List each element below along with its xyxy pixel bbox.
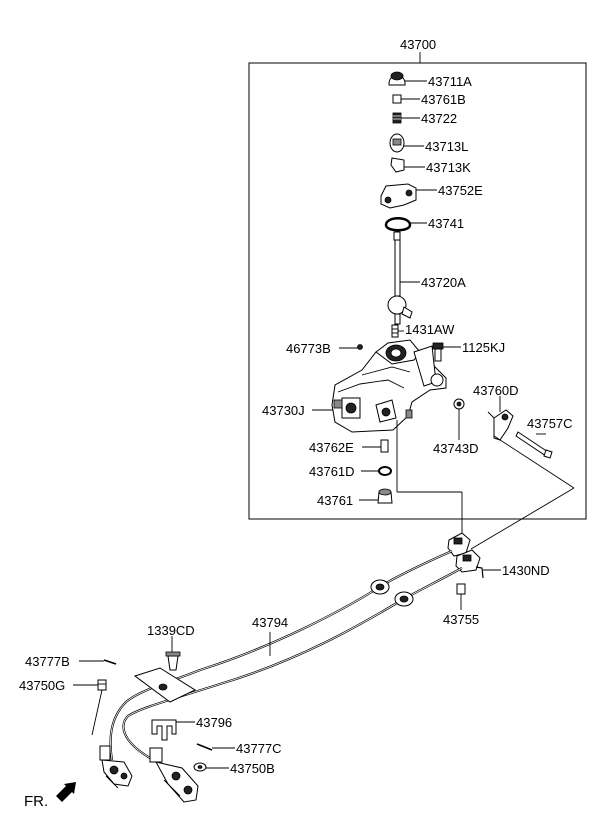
direction-arrow-icon xyxy=(56,782,76,802)
label-43730J: 43730J xyxy=(262,403,305,418)
washer-43761D xyxy=(378,466,392,476)
shift-cables-43794 xyxy=(109,549,463,761)
label-43796: 43796 xyxy=(196,715,232,730)
washer-43750B xyxy=(193,762,207,772)
pin-46773B xyxy=(357,344,363,350)
pin-43762E xyxy=(380,439,389,453)
label-43755: 43755 xyxy=(443,612,479,627)
label-1430ND: 1430ND xyxy=(502,563,550,578)
cable-end-lower xyxy=(455,549,481,573)
label-1339CD: 1339CD xyxy=(147,623,195,638)
shifter-base-43730J xyxy=(331,339,447,433)
label-43713K: 43713K xyxy=(426,160,471,175)
label-43722: 43722 xyxy=(421,111,457,126)
pin-43777C xyxy=(196,743,213,751)
label-43777B: 43777B xyxy=(25,654,70,669)
assembly-frame xyxy=(248,62,587,520)
label-43743D: 43743D xyxy=(433,441,479,456)
spring-43722 xyxy=(392,112,402,124)
clip-1339CD xyxy=(165,651,181,671)
label-43794: 43794 xyxy=(252,615,288,630)
label-43762E: 43762E xyxy=(309,440,354,455)
label-43761D: 43761D xyxy=(309,464,355,479)
label-43761: 43761 xyxy=(317,493,353,508)
label-43711A: 43711A xyxy=(428,74,472,89)
label-fr: FR. xyxy=(24,793,48,810)
bolt-43757C xyxy=(515,431,553,459)
label-43700: 43700 xyxy=(400,37,436,52)
label-1431AW: 1431AW xyxy=(405,322,455,337)
label-46773B: 46773B xyxy=(286,341,331,356)
label-43760D: 43760D xyxy=(473,383,519,398)
bushing-43761 xyxy=(377,488,393,504)
bolt-1125KJ xyxy=(432,342,444,362)
bracket-43752E xyxy=(380,183,417,209)
lever-43760D xyxy=(487,409,514,441)
part-43713K xyxy=(390,157,405,173)
cable-end-right xyxy=(149,747,199,803)
bolt-43750G xyxy=(97,679,107,691)
label-43777C: 43777C xyxy=(236,741,282,756)
washer-43743D xyxy=(453,398,465,410)
clip-ring-43741 xyxy=(384,217,412,232)
label-43752E: 43752E xyxy=(438,183,483,198)
label-43750B: 43750B xyxy=(230,761,275,776)
clip-1430ND xyxy=(475,566,484,579)
clip-43796 xyxy=(151,719,177,741)
label-43741: 43741 xyxy=(428,216,464,231)
bushing-43761B xyxy=(392,94,402,104)
label-43750G: 43750G xyxy=(19,678,65,693)
bolt-1431AW xyxy=(391,324,399,338)
label-43713L: 43713L xyxy=(425,139,468,154)
front-direction-indicator: FR. xyxy=(24,782,76,810)
shift-lever xyxy=(387,231,413,325)
part-43713L xyxy=(389,133,405,153)
label-1125KJ: 1125KJ xyxy=(462,340,505,355)
label-43757C: 43757C xyxy=(527,416,573,431)
shift-knob xyxy=(388,71,406,86)
cable-end-left xyxy=(99,745,133,789)
label-43720A: 43720A xyxy=(421,275,466,290)
pin-43777B xyxy=(103,659,117,665)
cable-bracket xyxy=(133,667,197,703)
clip-43755 xyxy=(456,583,466,595)
label-43761B: 43761B xyxy=(421,92,466,107)
